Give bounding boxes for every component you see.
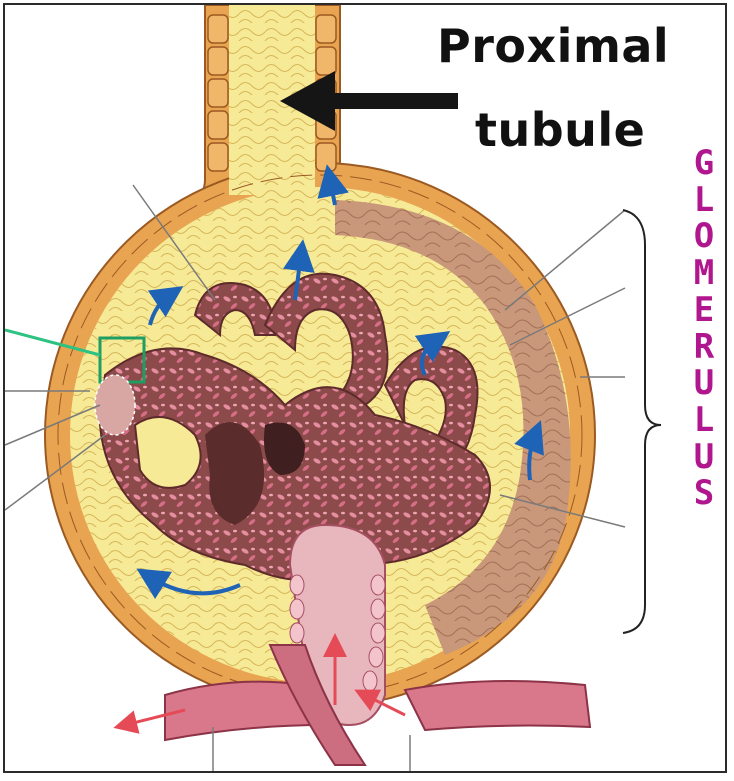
glomerulus-letter: L: [694, 182, 714, 219]
curly-brace-icon: [623, 210, 661, 633]
afferent-arteriole: [405, 681, 590, 730]
glomerulus-letter: R: [694, 329, 714, 366]
glomerulus-letter: L: [694, 402, 714, 439]
proximal-label: Proximal: [437, 23, 669, 69]
glomerulus-letter: M: [694, 255, 714, 292]
glomerulus-vertical-label: G L O M E R U L U S: [681, 145, 727, 512]
glomerulus-letter: G: [694, 145, 714, 182]
glomerulus-letter: S: [694, 475, 714, 512]
glomerulus-letter: O: [694, 218, 714, 255]
tubule-label: tubule: [475, 107, 645, 153]
glomerulus-letter: E: [694, 292, 714, 329]
glomerulus-letter: U: [694, 365, 714, 402]
diagram-frame: Proximal tubule G L O M E R U L U S: [3, 3, 727, 773]
glomerulus-letter: U: [694, 439, 714, 476]
